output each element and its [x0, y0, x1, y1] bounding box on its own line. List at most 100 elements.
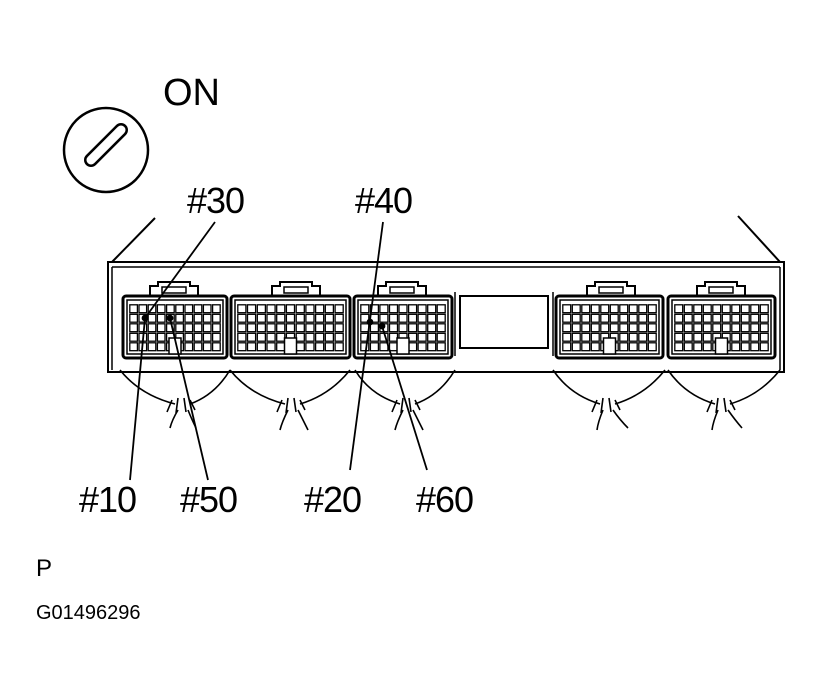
callout-10: #10	[79, 479, 137, 520]
connector-pin	[334, 304, 344, 314]
connector-pin	[436, 332, 446, 342]
connector-pin	[246, 323, 257, 333]
connector-pin	[674, 313, 684, 323]
connector-pin	[693, 332, 703, 342]
connector-pin	[674, 323, 684, 333]
connector-pin	[731, 304, 741, 314]
connector-pin	[628, 313, 638, 323]
connector-pin	[305, 342, 315, 352]
connector-pin	[619, 342, 629, 352]
connector-pin	[581, 332, 591, 342]
connector-pin	[638, 323, 648, 333]
connector-pin	[129, 313, 139, 323]
connector-pin	[417, 332, 427, 342]
connector-pin	[581, 323, 591, 333]
connector-pin	[388, 313, 399, 323]
connector-pin	[138, 304, 148, 314]
connector-pin	[266, 323, 276, 333]
connector-pin	[256, 323, 267, 333]
callout-20: #20	[304, 479, 362, 520]
connector-pin	[702, 342, 712, 352]
connector-pin	[295, 323, 305, 333]
connector-pin	[129, 332, 139, 342]
connector-pin	[388, 323, 399, 333]
connector-pin	[600, 323, 610, 333]
connector-latch	[377, 281, 427, 296]
connector-pin	[407, 304, 418, 314]
connector-pin	[619, 332, 629, 342]
ecu-body	[107, 215, 785, 373]
connector-pin	[407, 313, 418, 323]
connector-pin	[647, 304, 657, 314]
connector-pin	[571, 313, 581, 323]
connector-pin	[184, 304, 194, 314]
connector-pin	[721, 313, 731, 323]
connector-pin	[590, 332, 600, 342]
connector-pin	[427, 342, 437, 352]
connector-pin	[256, 304, 267, 314]
connector-pin	[266, 304, 276, 314]
connector-pin	[562, 304, 572, 314]
connector-pin	[721, 323, 731, 333]
connector-pin	[712, 304, 722, 314]
connector-pin	[398, 313, 408, 323]
connector-pin	[702, 313, 712, 323]
connector-pin	[674, 304, 684, 314]
connector-pin	[427, 332, 437, 342]
connector-pin	[379, 313, 389, 323]
wire-harnesses	[119, 369, 781, 431]
connector-pin	[647, 332, 657, 342]
connector-pin	[211, 323, 221, 333]
connector-pin	[683, 332, 693, 342]
connector-pin	[175, 304, 185, 314]
connector-pin	[379, 304, 389, 314]
connector-pin	[211, 342, 221, 352]
connector-pin	[211, 332, 221, 342]
connector-pin	[360, 342, 370, 352]
connector-pin	[590, 304, 600, 314]
connector-pin	[369, 342, 380, 352]
connector-pin	[276, 323, 286, 333]
connector-pin	[427, 323, 437, 333]
connector-pin	[305, 313, 315, 323]
connector-pin	[693, 323, 703, 333]
connector-pin	[285, 313, 296, 323]
connector-pin	[202, 323, 212, 333]
connector-pin	[581, 313, 591, 323]
callout-30: #30	[187, 180, 245, 221]
connector-pin	[571, 332, 581, 342]
connector-pin	[156, 342, 166, 352]
connector-pin	[683, 313, 693, 323]
connector-pin	[314, 313, 325, 323]
connector-pin	[147, 304, 157, 314]
pin-marker-50	[166, 314, 174, 322]
connector-pin	[628, 342, 638, 352]
callout-40: #40	[355, 180, 413, 221]
leader-10	[129, 317, 146, 481]
connector-pin	[647, 313, 657, 323]
connector-pin	[683, 304, 693, 314]
connector-pin	[693, 304, 703, 314]
connector-pin	[266, 313, 276, 323]
connector-pin	[628, 323, 638, 333]
connector-pin	[202, 342, 212, 352]
connector-pin	[175, 323, 185, 333]
connector-pin	[759, 304, 769, 314]
connector-2	[229, 281, 352, 360]
connector-pin	[702, 332, 712, 342]
connector-pin	[324, 304, 335, 314]
connector-pin	[693, 342, 703, 352]
connector-pin	[314, 332, 325, 342]
pin-marker-20	[366, 318, 374, 326]
connector-pin	[193, 342, 203, 352]
connector-pin	[256, 342, 267, 352]
connector-pin	[562, 332, 572, 342]
connector-pin	[334, 313, 344, 323]
connector-pin	[721, 304, 731, 314]
connector-pin	[237, 313, 247, 323]
connector-pin	[237, 323, 247, 333]
connector-group	[121, 281, 777, 360]
connector-pin	[246, 313, 257, 323]
connector-pin	[417, 313, 427, 323]
